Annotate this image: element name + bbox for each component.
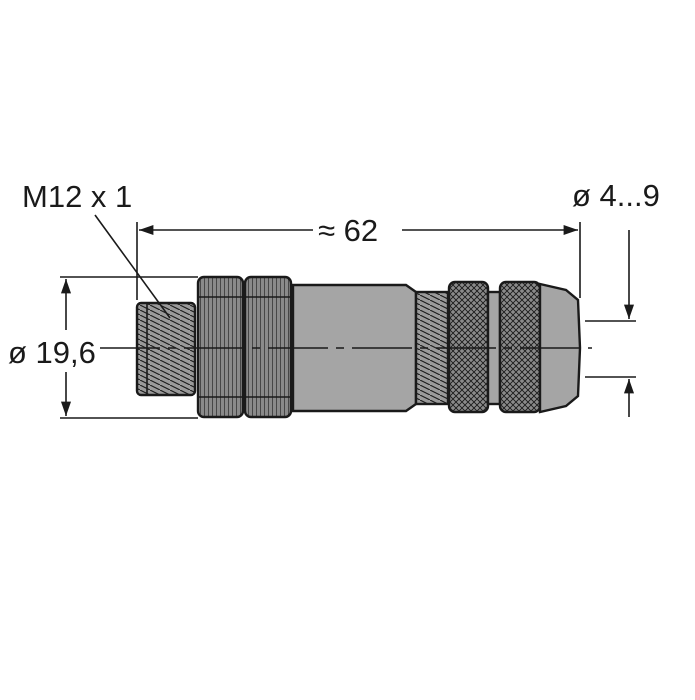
length-dimension: ≈ 62 <box>136 213 581 300</box>
connector-body <box>135 275 582 419</box>
thread-label: M12 x 1 <box>22 179 132 214</box>
thread-section <box>135 301 197 397</box>
cable-diameter-dimension: ø 4...9 <box>572 178 660 417</box>
cable-diameter-label: ø 4...9 <box>572 178 660 213</box>
knurled-ring-1 <box>447 280 490 414</box>
coupling-nut-ring-2 <box>243 275 293 419</box>
body-diameter-dimension: ø 19,6 <box>8 276 198 419</box>
length-label: ≈ 62 <box>318 213 378 248</box>
coupling-nut-ring-1 <box>196 275 245 419</box>
thread-dimension: M12 x 1 <box>22 179 171 319</box>
knurled-ring-2 <box>498 280 542 414</box>
body-diameter-label: ø 19,6 <box>8 335 96 370</box>
